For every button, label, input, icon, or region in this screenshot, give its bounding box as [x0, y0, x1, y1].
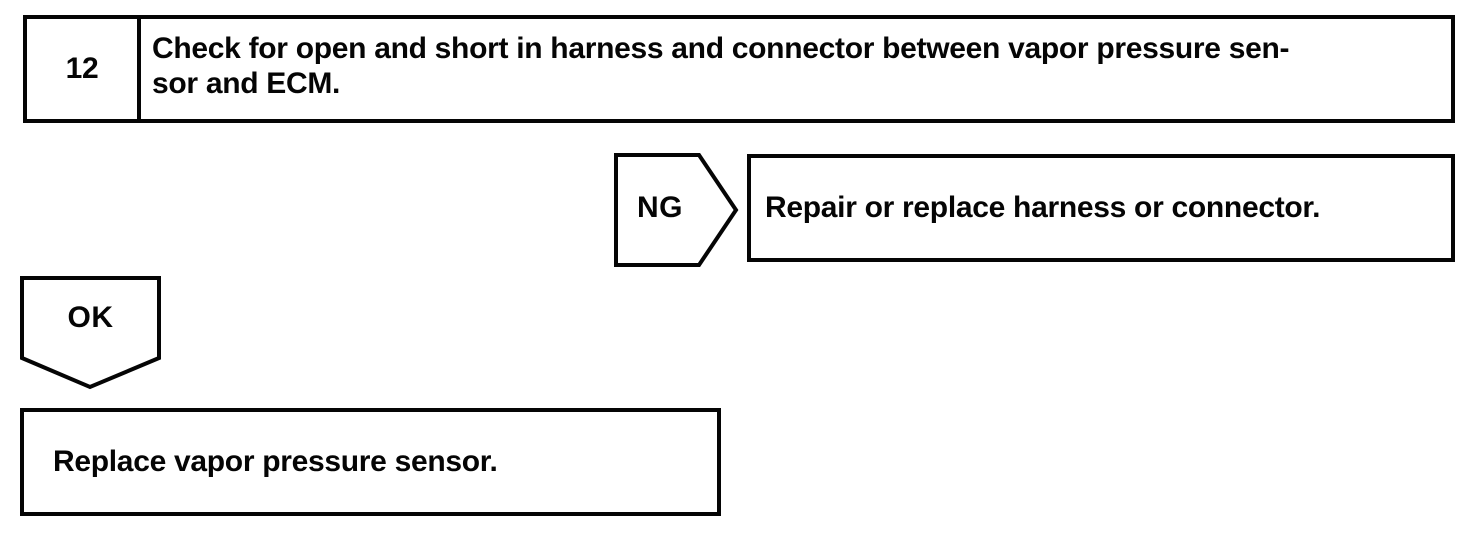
ok-action-text: Replace vapor pressure sensor.: [53, 445, 498, 478]
ok-arrow-pentagon: [20, 276, 161, 390]
ok-label: OK: [67, 301, 114, 334]
ng-arrow-shape: [614, 153, 739, 267]
ok-connector: OK: [20, 276, 161, 390]
step-number: 12: [65, 52, 99, 85]
ng-arrow-pentagon: [614, 153, 739, 267]
step-box: 12 Check for open and short in harness a…: [23, 15, 1455, 123]
ok-result-box: Replace vapor pressure sensor.: [20, 408, 721, 516]
ng-label: NG: [637, 191, 683, 224]
step-instruction-line-1: Check for open and short in harness and …: [152, 32, 1290, 65]
ok-arrow-shape: [20, 276, 161, 390]
ng-action-text: Repair or replace harness or connector.: [765, 191, 1321, 224]
ng-connector: NG: [614, 153, 740, 267]
ng-result-box: Repair or replace harness or connector.: [747, 154, 1455, 262]
step-instruction-line-2: sor and ECM.: [152, 67, 341, 100]
step-instruction: Check for open and short in harness and …: [141, 19, 1451, 119]
step-number-cell: 12: [27, 19, 141, 119]
